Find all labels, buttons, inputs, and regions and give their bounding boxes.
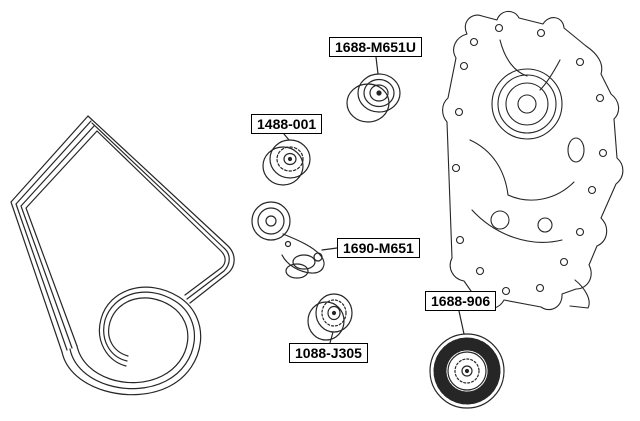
part-label-1688-M651U[interactable]: 1688-M651U [329,37,422,57]
part-label-1690-M651[interactable]: 1690-M651 [337,238,420,258]
belt-edge [15,120,92,351]
part-label-1088-J305[interactable]: 1088-J305 [289,343,368,363]
belt-tensioner-drawing [251,201,325,279]
fan-clutch-pulley-drawing [429,333,505,409]
belt-loop [69,291,196,390]
engine-front-cover-drawing [442,10,624,311]
belt-edge [91,122,230,300]
belt-loop [61,286,202,396]
belt-edge [87,115,235,304]
belt-edge [20,125,95,349]
belt-loop [76,297,189,384]
guide-pulley-drawing [262,139,311,186]
idler-pulley-upper-drawing [346,73,401,123]
leader-lines [283,56,465,344]
part-label-1488-001[interactable]: 1488-001 [251,114,323,134]
serpentine-belt-drawing [10,115,235,396]
part-label-1688-906[interactable]: 1688-906 [425,291,497,311]
belt-edge [96,130,226,296]
belt-edge [25,130,98,347]
belt-edge [10,115,89,353]
idler-pulley-lower-drawing [307,293,353,341]
